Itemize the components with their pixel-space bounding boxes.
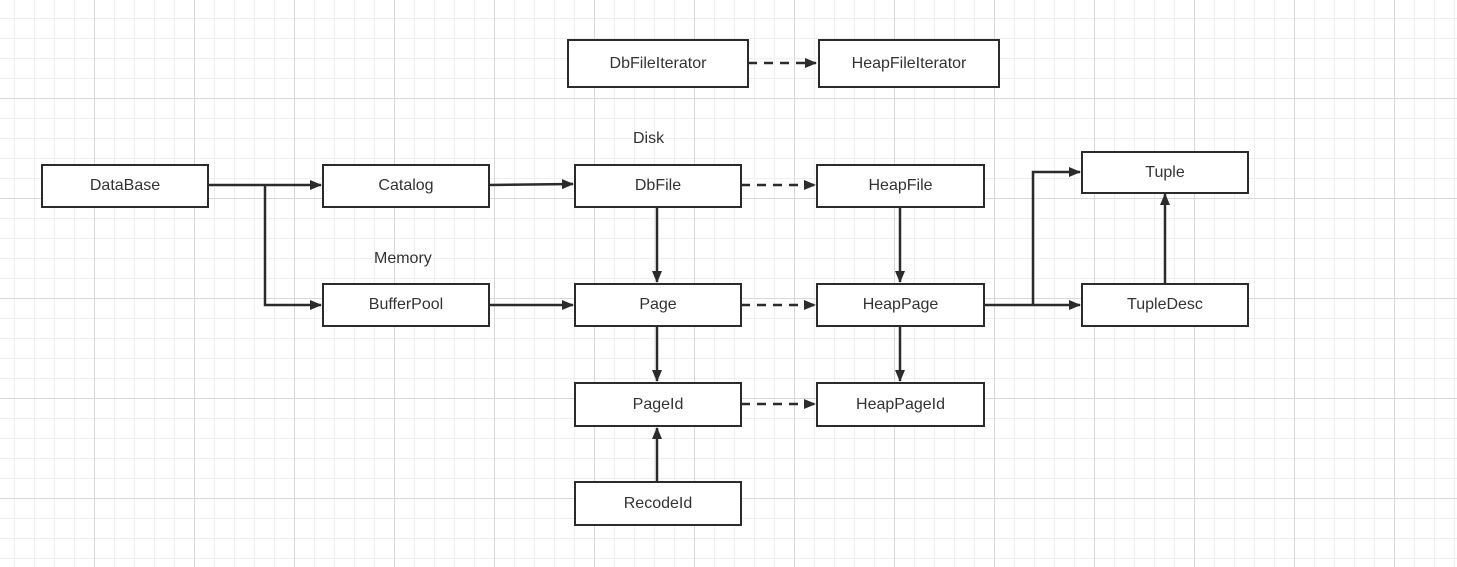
node-tuple[interactable]: Tuple (1081, 151, 1249, 194)
node-heappage[interactable]: HeapPage (816, 283, 985, 327)
node-dbfileiterator[interactable]: DbFileIterator (567, 39, 749, 88)
node-heappageid[interactable]: HeapPageId (816, 382, 985, 427)
node-database[interactable]: DataBase (41, 164, 209, 208)
edge-database-bufferpool (263, 185, 322, 310)
node-heapfile[interactable]: HeapFile (816, 164, 985, 208)
edge-catalog-dbfile (488, 179, 574, 190)
node-tupledesc[interactable]: TupleDesc (1081, 283, 1249, 327)
node-heapfileiterator[interactable]: HeapFileIterator (818, 39, 1000, 88)
node-pageid[interactable]: PageId (574, 382, 742, 427)
label-disk: Disk (633, 130, 665, 147)
node-recodeid[interactable]: RecodeId (574, 481, 742, 526)
node-bufferpool[interactable]: BufferPool (322, 283, 490, 327)
node-catalog[interactable]: Catalog (322, 164, 490, 208)
label-memory: Memory (374, 250, 432, 267)
node-dbfile[interactable]: DbFile (574, 164, 742, 208)
edge-heappage-tuple (1031, 167, 1081, 305)
node-page[interactable]: Page (574, 283, 742, 327)
